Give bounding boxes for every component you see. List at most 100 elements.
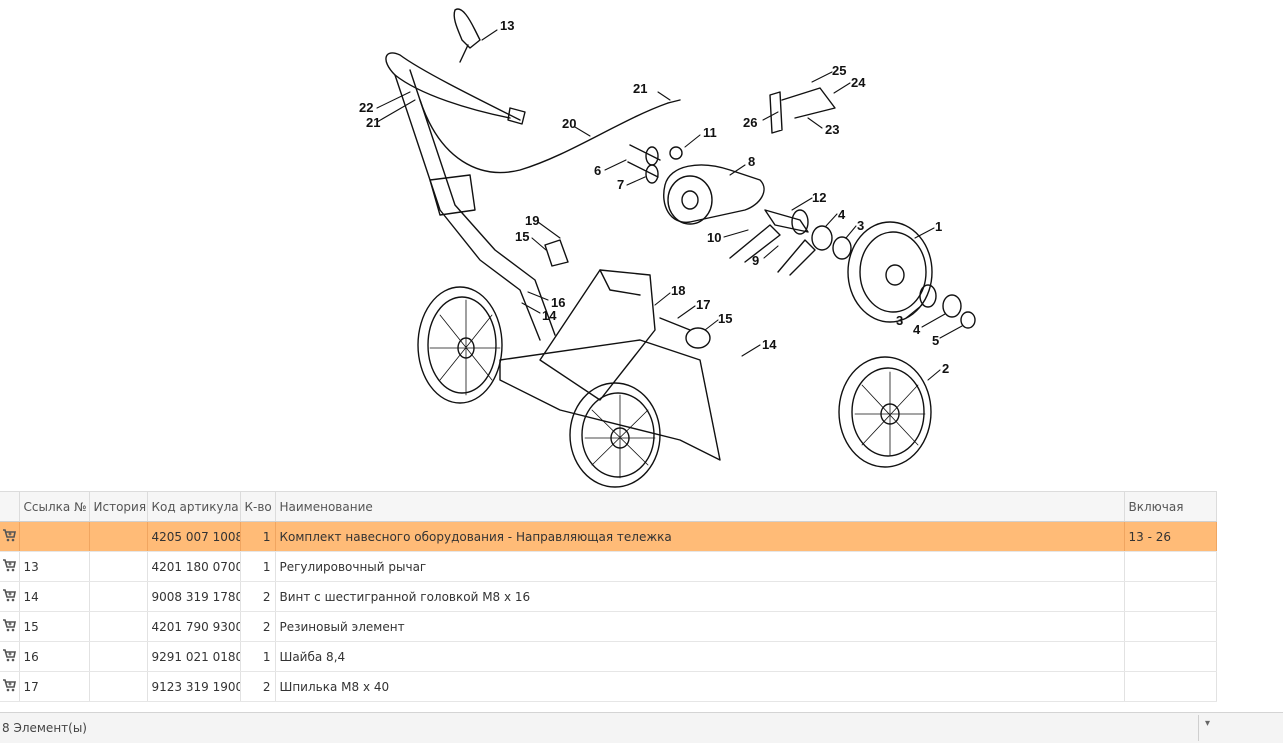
includes-cell: [1124, 671, 1217, 702]
parts-diagram: 13 21 22 21 20 11 6 7 8 25 24 26 23 19 1…: [359, 8, 976, 488]
callout-label: 17: [696, 297, 711, 312]
callout-label: 2: [942, 361, 950, 376]
qty-cell: 1: [240, 521, 276, 552]
name-cell: Винт с шестигранной головкой M8 x 16: [275, 581, 1125, 612]
callout-label: 21: [366, 115, 381, 130]
callout-label: 8: [748, 154, 756, 169]
article-cell: 9291 021 0180: [147, 641, 241, 672]
callout-label: 26: [743, 115, 758, 130]
resize-grip-icon[interactable]: ▾: [1205, 718, 1211, 729]
callout-label: 4: [913, 322, 921, 337]
ref-cell: 17: [19, 671, 90, 702]
parts-table: Ссылка № История Код артикула К-во Наиме…: [0, 491, 1217, 702]
add-to-cart-icon[interactable]: [2, 618, 16, 632]
callout-label: 9: [752, 253, 760, 268]
add-to-cart-icon[interactable]: [2, 528, 16, 542]
history-cell: [89, 641, 148, 672]
table-header-row: Ссылка № История Код артикула К-во Наиме…: [0, 491, 1217, 522]
column-header-article[interactable]: Код артикула: [147, 491, 241, 522]
callout-label: 5: [932, 333, 940, 348]
qty-cell: 2: [240, 671, 276, 702]
callout-label: 3: [896, 313, 904, 328]
add-to-cart-icon[interactable]: [2, 588, 16, 602]
callout-label: 15: [515, 229, 530, 244]
callout-label: 6: [594, 163, 602, 178]
name-cell: Регулировочный рычаг: [275, 551, 1125, 582]
cart-cell: [0, 611, 20, 642]
history-cell: [89, 551, 148, 582]
cart-cell: [0, 641, 20, 672]
callout-label: 14: [762, 337, 777, 352]
cart-cell: [0, 551, 20, 582]
includes-cell: [1124, 581, 1217, 612]
callout-label: 20: [562, 116, 577, 131]
cart-cell: [0, 521, 20, 552]
article-cell: 4205 007 1008: [147, 521, 241, 552]
callout-label: 1: [935, 219, 943, 234]
callout-label: 13: [500, 18, 515, 33]
qty-cell: 2: [240, 611, 276, 642]
callout-label: 21: [633, 81, 648, 96]
name-cell: Комплект навесного оборудования - Направ…: [275, 521, 1125, 552]
qty-cell: 1: [240, 551, 276, 582]
add-to-cart-icon[interactable]: [2, 558, 16, 572]
history-cell: [89, 611, 148, 642]
ref-cell: 13: [19, 551, 90, 582]
exploded-view-drawing: [376, 8, 976, 488]
name-cell: Шайба 8,4: [275, 641, 1125, 672]
callout-label: 3: [857, 218, 865, 233]
callout-label: 7: [617, 177, 625, 192]
status-bar: 8 Элемент(ы) ▾: [0, 712, 1283, 743]
column-header-includes[interactable]: Включая: [1124, 491, 1217, 522]
column-header-name[interactable]: Наименование: [275, 491, 1125, 522]
ref-cell: 15: [19, 611, 90, 642]
callout-label: 25: [832, 63, 847, 78]
callout-label: 16: [551, 295, 566, 310]
includes-cell: [1124, 641, 1217, 672]
qty-cell: 2: [240, 581, 276, 612]
includes-cell: 13 - 26: [1124, 521, 1217, 552]
status-divider: [1198, 715, 1199, 741]
callout-label: 23: [825, 122, 840, 137]
callout-label: 12: [812, 190, 827, 205]
add-to-cart-icon[interactable]: [2, 648, 16, 662]
column-header-ref[interactable]: Ссылка №: [19, 491, 90, 522]
callout-label: 11: [703, 125, 717, 140]
article-cell: 4201 180 0700: [147, 551, 241, 582]
ref-cell: [19, 521, 90, 552]
column-header-cart[interactable]: [0, 491, 20, 522]
cart-cell: [0, 671, 20, 702]
includes-cell: [1124, 611, 1217, 642]
callout-label: 19: [525, 213, 540, 228]
history-cell: [89, 521, 148, 552]
callout-label: 22: [359, 100, 374, 115]
article-cell: 9008 319 1780: [147, 581, 241, 612]
ref-cell: 14: [19, 581, 90, 612]
ref-cell: 16: [19, 641, 90, 672]
cart-cell: [0, 581, 20, 612]
callout-label: 4: [838, 207, 846, 222]
item-count: 8 Элемент(ы): [2, 721, 87, 735]
article-cell: 4201 790 9300: [147, 611, 241, 642]
name-cell: Шпилька M8 x 40: [275, 671, 1125, 702]
callout-label: 15: [718, 311, 733, 326]
history-cell: [89, 671, 148, 702]
includes-cell: [1124, 551, 1217, 582]
callout-label: 24: [851, 75, 866, 90]
qty-cell: 1: [240, 641, 276, 672]
name-cell: Резиновый элемент: [275, 611, 1125, 642]
callout-label: 10: [707, 230, 722, 245]
column-header-history[interactable]: История: [89, 491, 148, 522]
column-header-qty[interactable]: К-во: [240, 491, 276, 522]
callout-label: 18: [671, 283, 686, 298]
callout-label: 14: [542, 308, 557, 323]
article-cell: 9123 319 1900: [147, 671, 241, 702]
add-to-cart-icon[interactable]: [2, 678, 16, 692]
history-cell: [89, 581, 148, 612]
